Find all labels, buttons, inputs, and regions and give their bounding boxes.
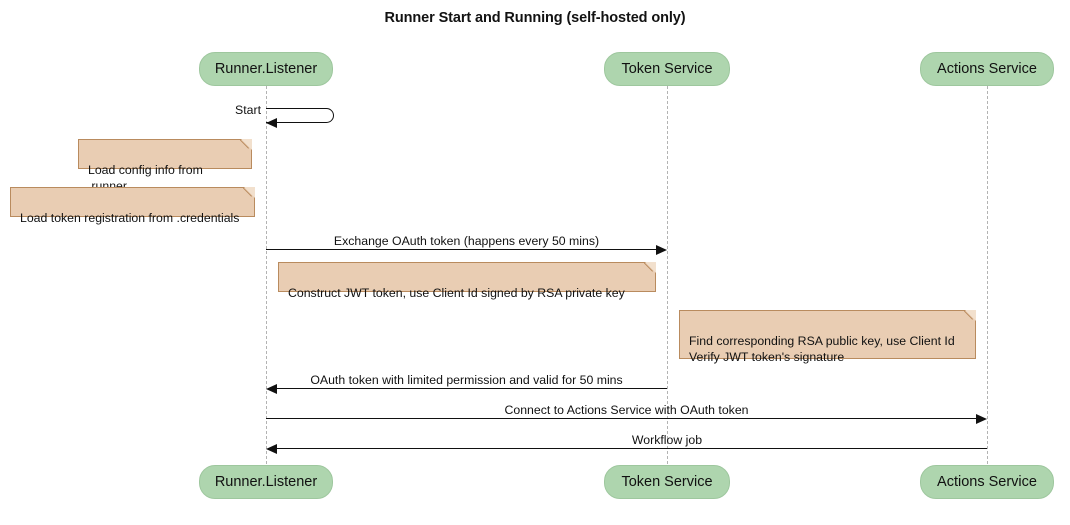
note-construct-jwt-text: Construct JWT token, use Client Id signe… [288, 286, 625, 300]
participant-token-bottom[interactable]: Token Service [604, 465, 730, 499]
arrow-head-exchange-oauth-token [656, 245, 667, 255]
arrow-head-connect-actions-service [976, 414, 987, 424]
arrow-head-oauth-token-reply [266, 384, 277, 394]
message-line-oauth-token-reply [277, 388, 667, 389]
arrow-head-workflow-job [266, 444, 277, 454]
participant-actions-top[interactable]: Actions Service [920, 52, 1054, 86]
diagram-title: Runner Start and Running (self-hosted on… [384, 10, 686, 26]
lifeline-runner [266, 86, 267, 464]
note-fold-edge-icon [964, 310, 976, 322]
message-label-exchange-oauth-token: Exchange OAuth token (happens every 50 m… [333, 234, 600, 248]
message-label-workflow-job: Workflow job [631, 433, 703, 447]
message-label-oauth-token-reply: OAuth token with limited permission and … [310, 373, 623, 387]
message-label-connect-actions-service: Connect to Actions Service with OAuth to… [504, 403, 749, 417]
note-verify-jwt-text: Find corresponding RSA public key, use C… [689, 334, 955, 364]
note-load-token-registration-text: Load token registration from .credential… [20, 211, 240, 225]
lifeline-actions [987, 86, 988, 464]
note-load-config: Load config info from .runner [78, 139, 252, 193]
message-line-workflow-job [277, 448, 987, 449]
note-load-token-registration: Load token registration from .credential… [10, 187, 255, 225]
participant-token-top[interactable]: Token Service [604, 52, 730, 86]
note-verify-jwt: Find corresponding RSA public key, use C… [679, 310, 976, 364]
note-fold-edge-icon [240, 139, 252, 151]
message-line-connect-actions-service [266, 418, 980, 419]
lifeline-token [667, 86, 668, 464]
note-fold-edge-icon [243, 187, 255, 199]
message-self-loop-start [266, 108, 334, 123]
arrow-head-start [266, 118, 277, 128]
note-construct-jwt: Construct JWT token, use Client Id signe… [278, 262, 656, 300]
participant-runner-bottom[interactable]: Runner.Listener [199, 465, 333, 499]
participant-runner-top[interactable]: Runner.Listener [199, 52, 333, 86]
message-line-exchange-oauth-token [266, 249, 660, 250]
participant-actions-bottom[interactable]: Actions Service [920, 465, 1054, 499]
message-label-start: Start [235, 103, 261, 117]
note-fold-edge-icon [644, 262, 656, 274]
